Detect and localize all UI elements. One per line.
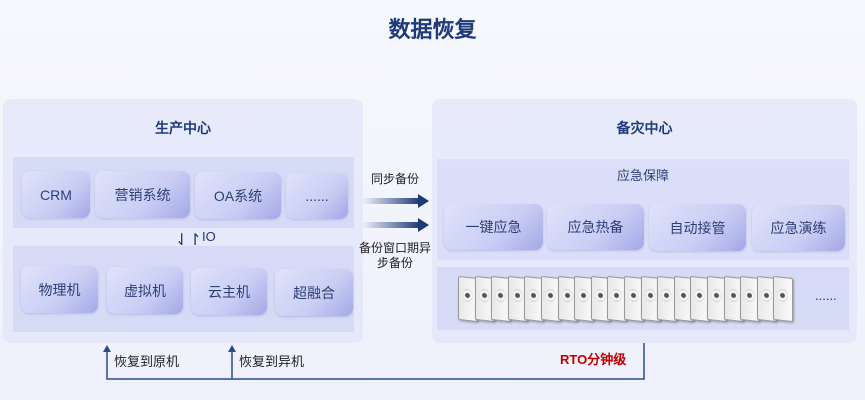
async-backup-label: 备份窗口期异步备份: [358, 241, 431, 270]
app-more: ......: [286, 173, 348, 219]
sync-backup-label: 同步备份: [370, 172, 419, 186]
io-arrows-icon: ⇃↾: [175, 232, 202, 249]
production-center-title: 生产中心: [155, 120, 211, 136]
rto-label: RTO分钟级: [560, 352, 627, 367]
dr-center-title: 备灾中心: [616, 120, 673, 136]
infra-hci: 超融合: [275, 269, 353, 316]
emergency-drill: 应急演练: [752, 205, 845, 251]
page-title: 数据恢复: [388, 17, 477, 42]
disk-more: ......: [815, 288, 837, 303]
restore-other-label: 恢复到异机: [239, 354, 305, 369]
io-label: IO: [202, 229, 216, 244]
infra-virtual: 虚拟机: [107, 267, 183, 314]
app-crm: CRM: [22, 171, 90, 218]
app-marketing: 营销系统: [95, 171, 190, 218]
emergency-auto-takeover: 自动接管: [649, 204, 746, 251]
app-oa: OA系统: [195, 172, 281, 219]
emergency-title: 应急保障: [616, 168, 669, 183]
emergency-hot-standby: 应急热备: [547, 204, 644, 250]
emergency-one-click: 一键应急: [444, 204, 543, 250]
transfer-arrows-icon: [362, 194, 429, 232]
restore-original-label: 恢复到原机: [114, 354, 180, 369]
infra-physical: 物理机: [21, 266, 98, 313]
infra-cloud: 云主机: [191, 268, 267, 315]
